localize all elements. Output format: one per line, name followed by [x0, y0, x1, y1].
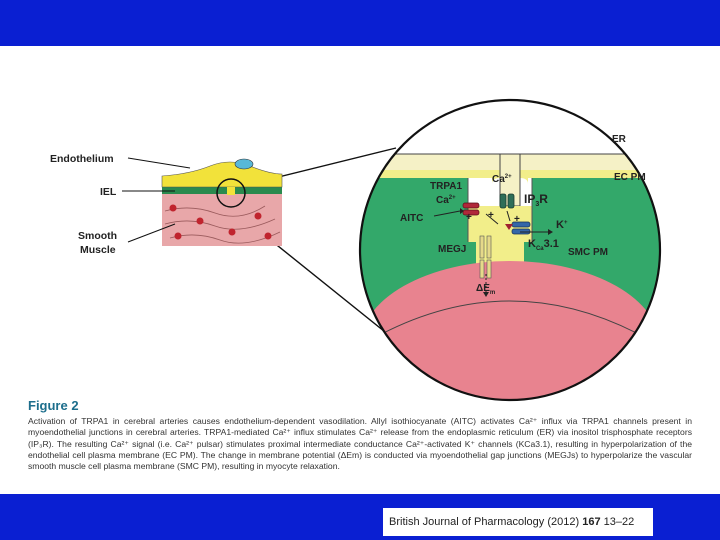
nucleus [196, 217, 204, 225]
label-megj: MEGJ [438, 244, 466, 255]
citation-box: British Journal of Pharmacology (2012) 1… [383, 508, 653, 536]
zoom-detail [360, 100, 660, 400]
plus-sign: + [466, 212, 472, 223]
zoom-region-circle [216, 178, 246, 208]
label-ip3r: IP3R [524, 192, 548, 208]
nucleus [254, 212, 262, 220]
label-k: K+ [556, 219, 568, 231]
label-aitc: AITC [400, 213, 423, 224]
figure-caption: Activation of TRPA1 in cerebral arteries… [28, 416, 692, 472]
vessel-cross-section [161, 158, 283, 246]
label-iel: IEL [100, 186, 117, 198]
label-delta-em: ΔEm [476, 283, 495, 296]
label-smc-pm: SMC PM [568, 247, 608, 258]
nucleus [228, 228, 236, 236]
nucleus [174, 232, 182, 240]
diagram-svg: Endothelium IEL Smooth Muscle [50, 98, 662, 402]
nucleus [169, 204, 177, 212]
megj-gap-junctions [479, 235, 492, 279]
arrow-trpa1-to-ip3r [485, 213, 499, 225]
arrow-aitc [433, 210, 461, 217]
label-muscle: Muscle [80, 244, 116, 256]
figure-diagram: Endothelium IEL Smooth Muscle [0, 46, 720, 496]
label-smooth: Smooth [78, 230, 117, 242]
label-trpa1-ca: Ca2+ [436, 195, 456, 206]
label-endothelium: Endothelium [50, 153, 114, 165]
plus-sign: + [514, 214, 520, 225]
citation-volume: 167 [582, 516, 601, 528]
pointer-smooth-muscle [127, 223, 176, 243]
figure-title: Figure 2 [28, 398, 79, 413]
zoom-circle-outline [358, 98, 662, 402]
iel-layer [162, 187, 282, 194]
endothelium-layer [161, 161, 283, 188]
smc-region [360, 261, 660, 400]
label-kca31: KCa3.1 [528, 238, 559, 252]
arrow-ip3r-release [506, 210, 511, 222]
pointer-endothelium [127, 157, 191, 169]
top-banner [0, 0, 720, 46]
citation-pages: 13–22 [603, 516, 635, 528]
label-ec-pm: EC PM [614, 172, 646, 183]
ip3r-channel [499, 193, 515, 209]
citation-journal: British Journal of Pharmacology (2012) [389, 516, 580, 528]
label-er: ER [612, 134, 627, 145]
label-trpa1: TRPA1 [430, 181, 462, 192]
nucleus [264, 232, 272, 240]
label-ca-top: Ca2+ [492, 174, 512, 185]
plus-sign: + [488, 210, 494, 221]
trpa1-channel [462, 202, 480, 216]
